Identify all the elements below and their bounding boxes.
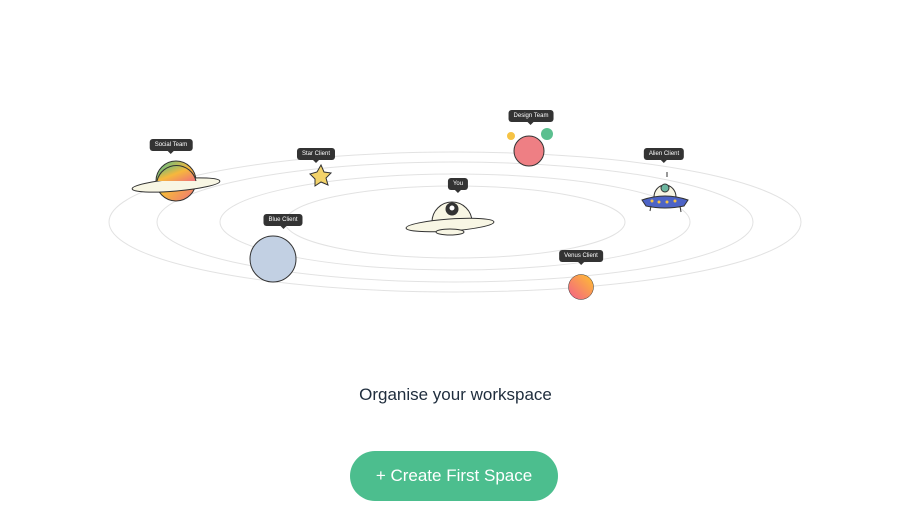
- tag-you[interactable]: You: [447, 178, 469, 193]
- page-subtitle: Organise your workspace: [359, 385, 552, 404]
- tag-star-client[interactable]: Star Client: [296, 148, 336, 163]
- you-ship: [405, 201, 495, 236]
- tag-design-team[interactable]: Design Team: [508, 110, 554, 125]
- orbit-illustration: [108, 128, 802, 300]
- tag-venus-client[interactable]: Venus Client: [559, 250, 603, 265]
- social-team-planet: [131, 160, 221, 202]
- tag-blue-client[interactable]: Blue Client: [263, 214, 303, 229]
- tag-alien-client[interactable]: Alien Client: [643, 148, 685, 163]
- create-first-space-button[interactable]: + Create First Space: [350, 451, 558, 501]
- star-client-icon: [309, 163, 333, 187]
- design-team-planet: [507, 128, 553, 167]
- tag-social-team[interactable]: Social Team: [149, 139, 193, 154]
- venus-client-planet: [568, 274, 594, 300]
- alien-client-ship: [641, 172, 689, 213]
- blue-client-planet: [249, 235, 297, 283]
